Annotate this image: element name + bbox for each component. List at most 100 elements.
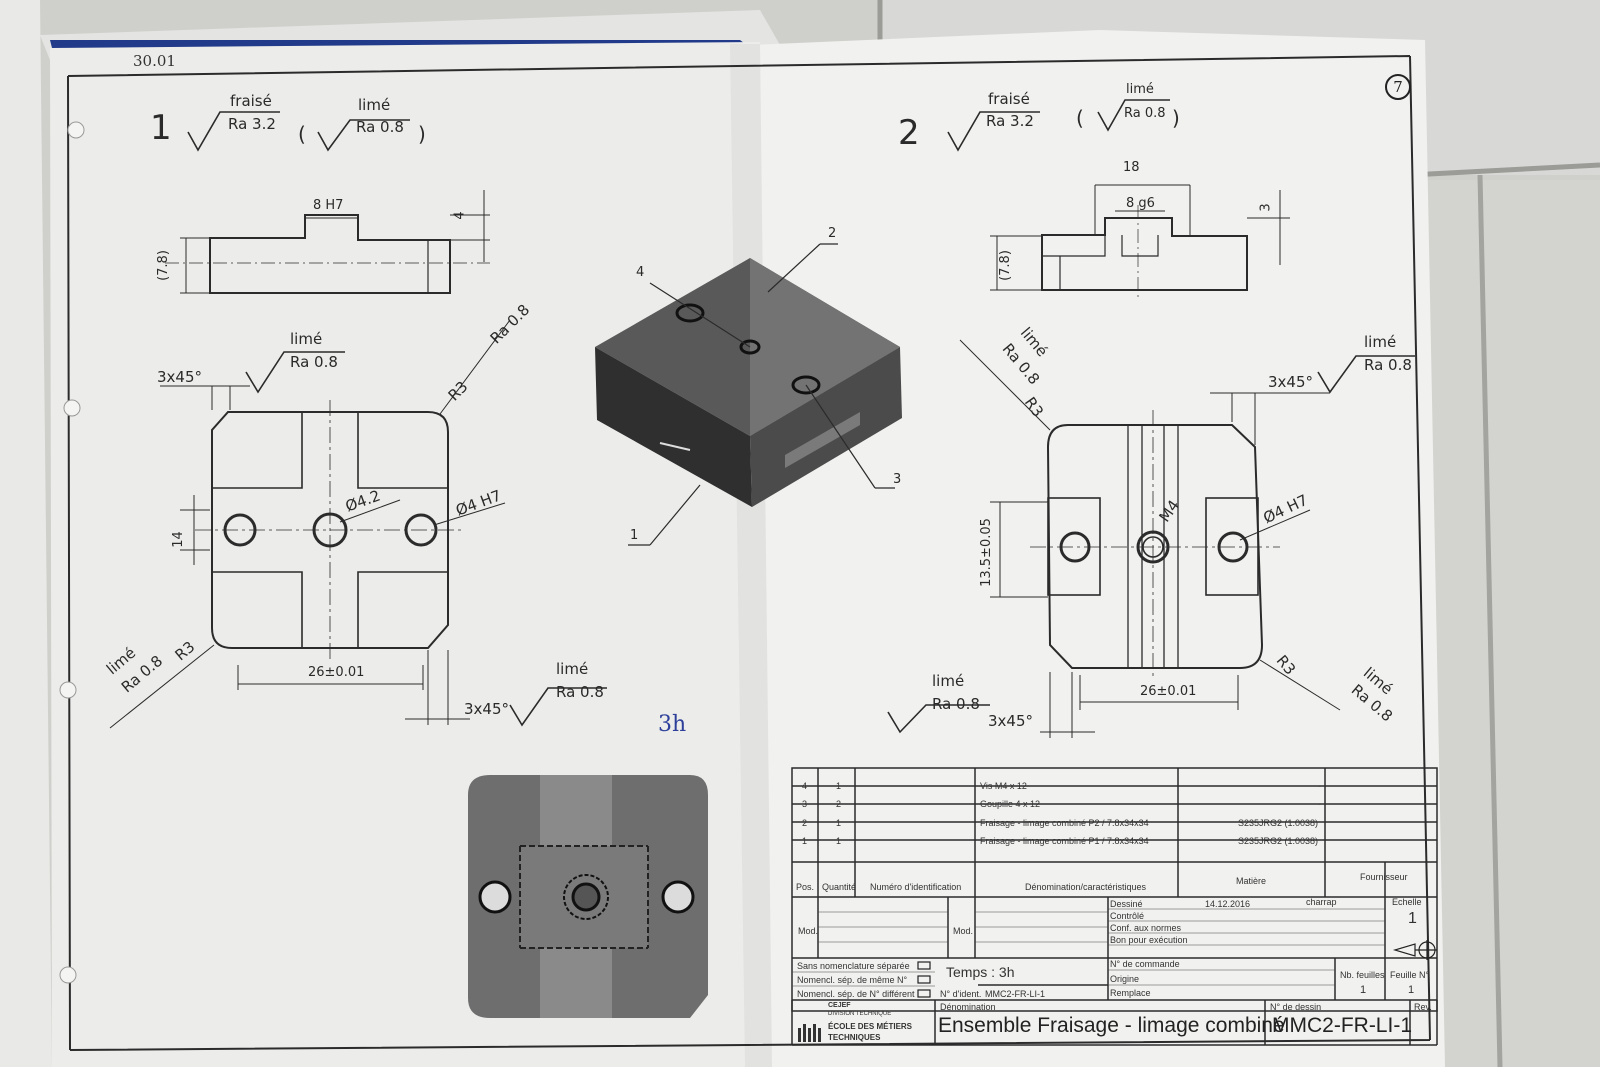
bom-row-2-designation: Fraisage - limage combiné P2 / 7.8x34x34 [980, 818, 1149, 828]
tb-date: 14.12.2016 [1205, 899, 1251, 909]
view2-chamfer-bottom: 3x45° [988, 712, 1034, 730]
view2-paren-open: ( [1076, 106, 1084, 130]
tb-nomencl-1: Sans nomenclature séparée [797, 961, 910, 971]
bom-row-1-material: S235JRG2 (1.0038) [1238, 836, 1319, 846]
view1-chamfer-bottom: 3x45° [464, 700, 510, 718]
tb-temps: Temps : 3h [946, 964, 1015, 980]
view2-height-y: 13.5±0.05 [978, 518, 994, 587]
tb-echelle-label: Echelle [1392, 897, 1422, 907]
view2-lime-bl: limé [932, 672, 965, 690]
tb-org-3: ÉCOLE DES MÉTIERS [828, 1022, 913, 1031]
view2-finish-alt-ra: Ra 0.8 [1124, 106, 1166, 121]
tb-commande: N° de commande [1110, 959, 1180, 969]
view2-finish-main-process: fraisé [988, 90, 1030, 108]
bom-header-material: Matière [1236, 876, 1267, 886]
tb-bon: Bon pour exécution [1110, 935, 1188, 945]
tb-nomencl-2: Nomencl. sép. de même N° [797, 975, 908, 985]
view1-dim-height: (7.8) [155, 250, 171, 281]
bom-header-pos: Pos. [796, 882, 815, 892]
view2-tenon: 8 g6 [1126, 196, 1155, 211]
tb-org-1: CEJEF [828, 1002, 851, 1009]
sheet-circle-number: 7 [1385, 74, 1411, 100]
bom-row-1-qty: 1 [836, 836, 842, 846]
view2-width: 26±0.01 [1140, 684, 1197, 699]
tb-author: charrap [1306, 897, 1337, 907]
handwritten-date: 30.01 [133, 52, 176, 70]
iso-callout-1: 1 [630, 528, 639, 543]
view2-side-profile [990, 184, 1290, 300]
view1-dim-slot: 8 H7 [313, 198, 344, 213]
tb-nomencl-3: Nomencl. sép. de N° différent [797, 989, 915, 999]
iso-callout-2: 2 [828, 226, 837, 241]
view2-paren-close: ) [1172, 106, 1180, 130]
tb-nb-feuilles-label: Nb. feuilles [1340, 970, 1385, 980]
view1-lime-br: limé [556, 660, 589, 678]
tb-denomination-label: Dénomination [940, 1002, 996, 1012]
bottom-view [468, 775, 708, 1018]
tb-dessin: MMC2-FR-LI-1 [1272, 1014, 1412, 1037]
bom-header-supplier: Fournisseur [1360, 872, 1408, 882]
tb-mod-2: Mod. [953, 926, 974, 936]
view1-ra-top: Ra 0.8 [290, 353, 338, 371]
tb-ident: MMC2-FR-LI-1 [985, 989, 1045, 999]
view1-plan [109, 319, 511, 729]
tb-remplace: Remplace [1110, 988, 1151, 998]
tb-controle: Contrôlé [1110, 911, 1145, 921]
view2-height: (7.8) [997, 250, 1013, 281]
view2-plan [959, 339, 1341, 738]
view1-finish-main-ra: Ra 3.2 [228, 115, 276, 133]
view1-dim-depth: 4 [452, 211, 468, 220]
bom-row-3-designation: Goupille 4 x 12 [980, 799, 1041, 809]
view2-finish-main-ra: Ra 3.2 [986, 112, 1034, 130]
view2-width-top: 18 [1123, 160, 1140, 175]
view2-finish-alt-process: limé [1126, 82, 1154, 97]
view2-ra-bl: Ra 0.8 [932, 695, 980, 713]
bom-header-designation: Dénomination/caractéristiques [1025, 882, 1147, 892]
isometric-assembly [595, 243, 902, 546]
view2-number: 2 [898, 113, 920, 153]
tb-denomination: Ensemble Fraisage - limage combiné [938, 1014, 1285, 1037]
tb-dessine: Dessiné [1110, 899, 1143, 909]
bom-header-qty: Quantité [822, 882, 857, 892]
tb-org-2: DIVISION TECHNIQUE [828, 1011, 892, 1017]
bom-row-3-pos: 3 [802, 799, 808, 809]
tb-org-4: TECHNIQUES [828, 1033, 881, 1042]
view1-side-profile [165, 190, 490, 294]
bom-row-3-supplier: - [1318, 799, 1321, 809]
bom-row-1-pos: 1 [802, 836, 808, 846]
tb-conf: Conf. aux normes [1110, 923, 1182, 933]
iso-callout-3: 3 [893, 472, 902, 487]
bom-header-id: Numéro d'identification [870, 882, 962, 892]
tb-mod-1: Mod. [798, 926, 819, 936]
view2-lime-tr: limé [1364, 333, 1397, 351]
view1-ra-br: Ra 0.8 [556, 683, 604, 701]
view1-number: 1 [150, 108, 172, 148]
bom-row-4-designation: Vis M4 x 12 [980, 781, 1027, 791]
handwritten-time: 3h [658, 712, 687, 737]
tb-nb-feuilles: 1 [1360, 984, 1367, 996]
view1-finish-main-process: fraisé [230, 92, 272, 110]
iso-callout-4: 4 [636, 265, 645, 280]
bom-row-4-qty: 1 [836, 781, 842, 791]
tb-feuille: 1 [1408, 984, 1415, 996]
tb-origine: Origine [1110, 974, 1140, 984]
tb-dessin-label: N° de dessin [1270, 1002, 1322, 1012]
roughness-symbols [187, 99, 1415, 734]
view2-chamfer-top: 3x45° [1268, 373, 1314, 391]
bom-row-1-designation: Fraisage - limage combiné P1 / 7.8x34x34 [980, 836, 1149, 846]
tb-ident-label: N° d'ident. [940, 989, 982, 999]
view2-ra-tr: Ra 0.8 [1364, 356, 1412, 374]
tb-echelle: 1 [1408, 910, 1417, 927]
bom-row-4-pos: 4 [802, 781, 808, 791]
view2-depth: 3 [1258, 203, 1274, 212]
bom-row-2-qty: 1 [836, 818, 842, 828]
view1-finish-alt-ra: Ra 0.8 [356, 118, 404, 136]
view1-paren-close: ) [418, 122, 426, 146]
view1-chamfer-top: 3x45° [157, 368, 203, 386]
bom-row-3-qty: 2 [836, 799, 842, 809]
view1-height-y: 14 [170, 531, 186, 548]
tb-feuille-label: Feuille N° [1390, 970, 1430, 980]
view1-lime-top: limé [290, 330, 323, 348]
bom-row-2-pos: 2 [802, 818, 808, 828]
